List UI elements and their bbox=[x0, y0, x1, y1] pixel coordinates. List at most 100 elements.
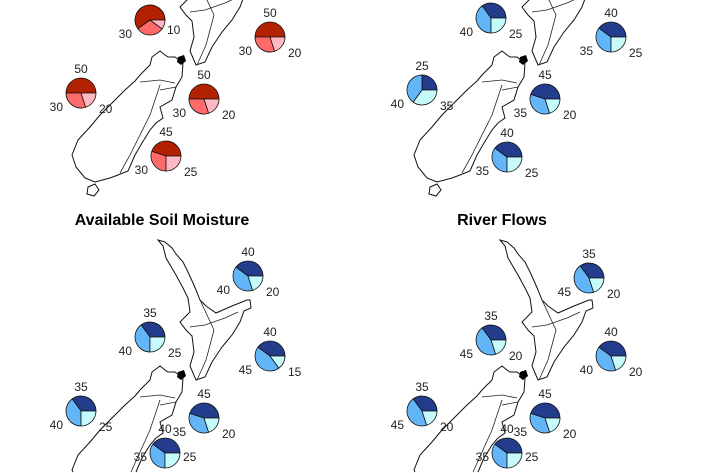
pie-label-below: 20 bbox=[266, 285, 280, 299]
pie-label-above: 40 bbox=[604, 325, 618, 339]
pie-slice-near bbox=[150, 150, 167, 172]
pie-slice-below bbox=[490, 17, 507, 34]
probability-pie: 40 40 20 bbox=[580, 325, 643, 379]
pie-slice-above bbox=[598, 340, 627, 357]
pie-label-above: 40 bbox=[241, 245, 255, 259]
pie-label-above: 35 bbox=[582, 247, 596, 261]
pie-slice-above bbox=[481, 324, 507, 341]
pie-label-below: 20 bbox=[288, 46, 302, 60]
pie-slice-near bbox=[491, 147, 508, 173]
probability-pies: 6030105030205030205030204530253540254035… bbox=[50, 0, 643, 469]
pie-label-above: 40 bbox=[500, 126, 514, 140]
pie-slice-near bbox=[149, 443, 166, 469]
pie-label-near: 30 bbox=[119, 27, 133, 41]
pie-slice-above bbox=[421, 74, 438, 91]
pie-label-above: 50 bbox=[263, 6, 277, 20]
probability-pie: 45 35 20 bbox=[514, 68, 577, 122]
pie-label-near: 45 bbox=[558, 285, 572, 299]
pie-label-below: 20 bbox=[440, 420, 454, 434]
pie-label-below: 35 bbox=[440, 99, 454, 113]
pie-slice-below bbox=[269, 355, 286, 369]
pie-slice-below bbox=[164, 452, 181, 469]
pie-label-above: 50 bbox=[74, 62, 88, 76]
probability-pie: 50 30 20 bbox=[173, 68, 236, 122]
pie-slice-above bbox=[188, 83, 220, 100]
pie-label-near: 35 bbox=[476, 164, 490, 178]
pie-label-above: 35 bbox=[143, 306, 157, 320]
pie-label-below: 20 bbox=[629, 365, 643, 379]
pie-slice-above bbox=[579, 262, 605, 279]
pie-label-near: 30 bbox=[50, 100, 64, 114]
pie-label-below: 25 bbox=[99, 420, 113, 434]
pie-label-below: 20 bbox=[222, 427, 236, 441]
pie-label-below: 20 bbox=[99, 102, 113, 116]
pie-label-below: 25 bbox=[184, 165, 198, 179]
pie-label-near: 40 bbox=[119, 344, 133, 358]
probability-pie: 50 30 20 bbox=[239, 6, 302, 60]
pie-slice-above bbox=[412, 395, 438, 412]
pie-label-below: 10 bbox=[167, 23, 181, 37]
probability-pie: 603010 bbox=[119, 0, 181, 41]
pie-label-near: 45 bbox=[460, 347, 474, 361]
pie-slice-near bbox=[475, 5, 492, 34]
pie-label-above: 45 bbox=[538, 68, 552, 82]
pie-slice-below bbox=[203, 417, 220, 433]
pie-slice-below bbox=[610, 36, 627, 53]
pie-slice-near bbox=[573, 265, 595, 294]
pie-slice-below bbox=[506, 156, 523, 173]
pie-label-near: 35 bbox=[580, 44, 594, 58]
pie-label-near: 30 bbox=[173, 106, 187, 120]
pie-label-below: 25 bbox=[629, 46, 643, 60]
pie-slice-above bbox=[494, 437, 523, 454]
pie-slice-above bbox=[71, 395, 97, 412]
pie-slice-below bbox=[421, 410, 438, 426]
pie-slice-below bbox=[80, 410, 97, 427]
pie-slice-above bbox=[254, 21, 286, 38]
pie-label-below: 25 bbox=[525, 450, 539, 464]
pie-label-below: 25 bbox=[525, 166, 539, 180]
pie-label-near: 35 bbox=[173, 425, 187, 439]
pie-label-below: 20 bbox=[509, 349, 523, 363]
pie-slice-near bbox=[65, 92, 87, 109]
pie-label-near: 35 bbox=[514, 106, 528, 120]
probability-pie: 50 30 20 bbox=[50, 62, 113, 116]
pie-label-near: 40 bbox=[460, 25, 474, 39]
pie-label-above: 35 bbox=[415, 380, 429, 394]
pie-label-below: 25 bbox=[183, 450, 197, 464]
pie-label-above: 50 bbox=[197, 68, 211, 82]
pie-slice-below bbox=[247, 275, 264, 291]
pie-slice-above bbox=[257, 340, 286, 357]
pie-label-below: 15 bbox=[288, 365, 302, 379]
pie-label-below: 20 bbox=[563, 108, 577, 122]
pie-slice-near bbox=[254, 36, 276, 53]
pie-slice-above bbox=[134, 4, 166, 30]
pie-label-near: 35 bbox=[514, 425, 528, 439]
pie-label-near: 40 bbox=[580, 363, 594, 377]
pie-slice-below bbox=[269, 36, 286, 52]
pie-slice-near bbox=[137, 19, 163, 36]
pie-label-near: 40 bbox=[50, 418, 64, 432]
pie-slice-below bbox=[610, 355, 627, 371]
pie-slice-above bbox=[65, 77, 97, 94]
pie-slice-near bbox=[188, 98, 210, 115]
pie-label-above: 45 bbox=[538, 387, 552, 401]
pie-slice-above bbox=[530, 402, 561, 419]
pie-slice-near bbox=[595, 27, 612, 53]
pie-slice-above bbox=[598, 21, 627, 38]
pie-slice-below bbox=[506, 452, 523, 469]
pie-label-near: 40 bbox=[391, 97, 405, 111]
pie-slice-above bbox=[140, 321, 166, 338]
pie-label-near: 30 bbox=[239, 44, 253, 58]
pie-label-below: 20 bbox=[222, 108, 236, 122]
